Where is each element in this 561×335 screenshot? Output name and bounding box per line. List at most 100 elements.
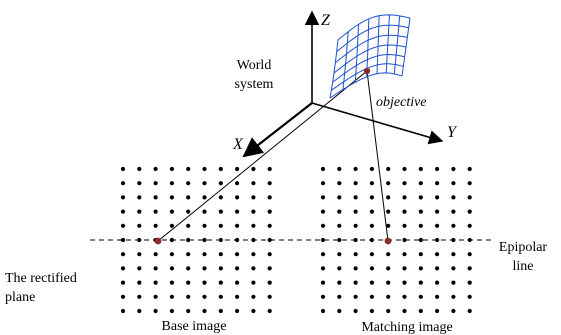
base-grid-dot [120, 237, 126, 243]
z-axis-label: Z [321, 12, 331, 29]
matching-grid-dot [386, 308, 391, 314]
base-grid-dot [120, 209, 126, 214]
world-system-label-line1: World [237, 58, 272, 73]
y-axis-label: Y [447, 124, 458, 141]
base-grid-dot [267, 308, 272, 314]
base-grid-dot [251, 266, 256, 271]
base-grid-dot [120, 308, 126, 314]
base-grid-dot [251, 280, 256, 285]
base-grid-dot [218, 308, 223, 314]
base-grid-dot [251, 181, 256, 186]
matching-grid-dot [353, 266, 358, 271]
base-grid-dot [169, 280, 174, 285]
base-grid-dot [153, 166, 158, 172]
base-grid-dot [235, 181, 240, 186]
base-grid-dot [251, 308, 256, 314]
base-grid-dot [120, 166, 126, 172]
matching-grid-dot [418, 252, 423, 257]
base-grid-dot [137, 223, 142, 228]
matching-grid-dot [337, 209, 342, 214]
base-grid-dot [218, 294, 223, 299]
base-grid-dot [153, 294, 158, 299]
matching-grid-dot [418, 209, 423, 214]
base-grid-dot [251, 166, 256, 172]
matching-grid-dot [435, 223, 440, 228]
matching-grid-dot [435, 181, 440, 186]
surface-mesh-line [333, 44, 407, 74]
base-grid-dot [186, 308, 191, 314]
base-grid-dot [137, 252, 142, 257]
base-grid-dot [186, 237, 191, 243]
matching-grid-dot [451, 294, 456, 299]
base-grid-dot [120, 252, 126, 257]
base-grid-dot [202, 166, 207, 172]
base-grid-dot [186, 223, 191, 228]
base-grid-dot [186, 280, 191, 285]
base-grid-dot [169, 223, 174, 228]
base-grid-dot [137, 166, 142, 172]
matching-grid-dot [320, 166, 326, 172]
base-grid-dot [120, 294, 126, 299]
base-grid-dot [235, 209, 240, 214]
matching-grid-dot [435, 252, 440, 257]
base-grid-dot [267, 223, 272, 228]
base-grid-dot [251, 209, 256, 214]
matching-grid-dot [369, 209, 374, 214]
matching-grid-dot [402, 166, 407, 172]
matching-grid-dot [353, 294, 358, 299]
matching-grid-dot [467, 294, 472, 299]
matching-grid-dot [369, 280, 374, 285]
matching-grid-dot [369, 294, 374, 299]
base-grid-dot [186, 166, 191, 172]
base-grid-dot [137, 195, 142, 200]
base-grid-dot [153, 308, 158, 314]
matching-grid-dot [386, 252, 391, 257]
matching-grid-dot [353, 252, 358, 257]
base-grid-dot [251, 294, 256, 299]
epipolar-label-line2: line [513, 259, 534, 274]
matching-grid-dot [353, 195, 358, 200]
matching-grid-dot [353, 209, 358, 214]
objective-label: objective [376, 95, 427, 110]
matching-grid-dot [435, 166, 440, 172]
base-grid-dot [120, 223, 126, 228]
base-grid-dot [235, 294, 240, 299]
matching-grid-dot [353, 181, 358, 186]
rectified-plane-label-line2: plane [5, 290, 35, 305]
matching-grid-dot [337, 195, 342, 200]
surface-mesh-line [329, 39, 339, 99]
matching-image-grid [320, 166, 472, 314]
matching-grid-dot [402, 223, 407, 228]
base-grid-dot [137, 280, 142, 285]
matching-grid-dot [337, 266, 342, 271]
matching-grid-dot [418, 181, 423, 186]
matching-grid-dot [402, 237, 407, 243]
base-grid-dot [137, 266, 142, 271]
matching-grid-dot [337, 223, 342, 228]
matching-grid-dot [320, 280, 326, 285]
base-grid-dot [235, 166, 240, 172]
matching-grid-dot [353, 308, 358, 314]
matching-grid-dot [337, 166, 342, 172]
base-grid-dot [202, 237, 207, 243]
base-grid-dot [267, 280, 272, 285]
matching-image-label: Matching image [361, 320, 452, 335]
matching-grid-dot [386, 209, 391, 214]
matching-grid-dot [402, 280, 407, 285]
matching-grid-dot [402, 181, 407, 186]
base-grid-dot [186, 195, 191, 200]
base-grid-dot [186, 209, 191, 214]
base-grid-dot [120, 195, 126, 200]
base-grid-dot [218, 266, 223, 271]
base-grid-dot [137, 294, 142, 299]
surface-mesh-line [329, 72, 403, 99]
matching-grid-dot [337, 280, 342, 285]
matching-grid-dot [418, 195, 423, 200]
matching-grid-dot [451, 223, 456, 228]
base-grid-dot [235, 223, 240, 228]
base-grid-dot [153, 181, 158, 186]
base-grid-dot [169, 181, 174, 186]
base-grid-dot [169, 209, 174, 214]
matching-grid-dot [337, 294, 342, 299]
y-axis-arrow [311, 102, 444, 145]
